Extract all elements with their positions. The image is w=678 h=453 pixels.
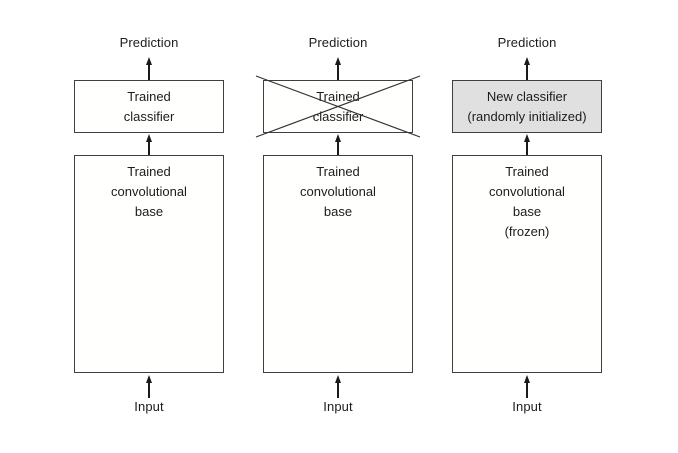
up-arrow-icon — [335, 375, 341, 398]
arrow-shaft — [148, 142, 150, 155]
box-label-line: classifier — [123, 108, 175, 124]
arrow-shaft — [337, 383, 339, 398]
arrowhead-icon — [524, 134, 530, 142]
box-label-line: base — [323, 204, 353, 219]
arrow-shaft — [526, 65, 528, 80]
box-label-line: Trained — [127, 88, 171, 104]
arrow-shaft — [526, 142, 528, 155]
arrow-shaft — [148, 65, 150, 80]
arrow-shaft — [526, 383, 528, 398]
arrowhead-icon — [146, 134, 152, 142]
arrow-shaft — [148, 383, 150, 398]
arrowhead-icon — [146, 57, 152, 65]
up-arrow-icon — [335, 134, 341, 155]
panel-trained-classifier: Prediction Trained classifier Trained co… — [74, 0, 224, 453]
box-label-line: (frozen) — [504, 224, 550, 239]
arrowhead-icon — [524, 375, 530, 383]
conv-base-box: Trained convolutional base — [263, 155, 413, 373]
arrowhead-icon — [335, 57, 341, 65]
up-arrow-icon — [524, 57, 530, 80]
box-label-line: convolutional — [111, 184, 187, 199]
prediction-label: Prediction — [119, 35, 179, 50]
box-label-line: convolutional — [300, 184, 376, 199]
box-label-line: Trained — [316, 164, 360, 179]
box-label-line: New classifier — [486, 88, 568, 104]
box-label-line: convolutional — [489, 184, 565, 199]
trained-classifier-box: Trained classifier — [74, 80, 224, 133]
input-label: Input — [512, 399, 542, 414]
up-arrow-icon — [524, 375, 530, 398]
up-arrow-icon — [146, 375, 152, 398]
prediction-label: Prediction — [308, 35, 368, 50]
panel-discarded-classifier: Prediction Trained classifier Trained co… — [263, 0, 413, 453]
arrowhead-icon — [146, 375, 152, 383]
prediction-label: Prediction — [497, 35, 557, 50]
box-label-line: base — [512, 204, 542, 219]
arrow-shaft — [337, 65, 339, 80]
box-label-line: (randomly initialized) — [467, 108, 587, 124]
input-label: Input — [323, 399, 353, 414]
box-label-line: Trained — [505, 164, 549, 179]
conv-base-box: Trained convolutional base — [74, 155, 224, 373]
new-classifier-box: New classifier (randomly initialized) — [452, 80, 602, 133]
up-arrow-icon — [335, 57, 341, 80]
conv-base-frozen-box: Trained convolutional base (frozen) — [452, 155, 602, 373]
arrow-shaft — [337, 142, 339, 155]
panel-new-classifier: Prediction New classifier (randomly init… — [452, 0, 602, 453]
arrowhead-icon — [335, 134, 341, 142]
arrowhead-icon — [524, 57, 530, 65]
box-label-line: Trained — [316, 88, 360, 104]
up-arrow-icon — [146, 57, 152, 80]
box-label-line: classifier — [312, 108, 364, 124]
up-arrow-icon — [524, 134, 530, 155]
arrowhead-icon — [335, 375, 341, 383]
box-label-line: base — [134, 204, 164, 219]
crossed-classifier-box: Trained classifier — [263, 80, 413, 133]
up-arrow-icon — [146, 134, 152, 155]
box-label-line: Trained — [127, 164, 171, 179]
input-label: Input — [134, 399, 164, 414]
